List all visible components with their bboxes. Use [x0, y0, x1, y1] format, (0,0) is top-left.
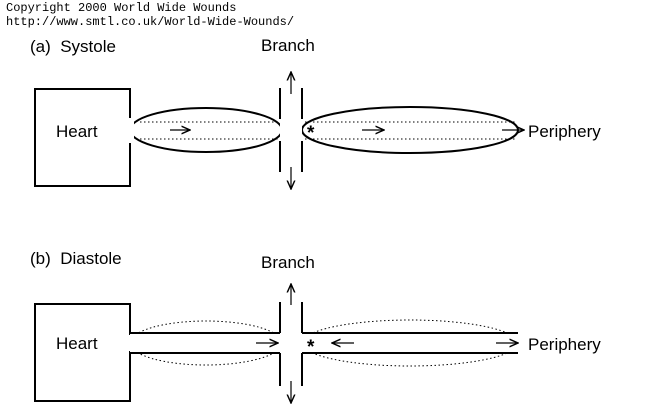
periphery-label: Periphery: [528, 335, 601, 354]
periphery-label: Periphery: [528, 122, 601, 141]
heart-label: Heart: [56, 122, 98, 141]
panel-systole: (a) Systole Branch Heart * Periphery: [30, 36, 601, 189]
distended-vessel-distal: [301, 106, 519, 154]
panel-label: (b) Diastole: [30, 249, 122, 268]
branch-marker: *: [307, 337, 315, 358]
branch-marker: *: [307, 123, 315, 144]
branch-label: Branch: [261, 253, 315, 272]
heart-label: Heart: [56, 334, 98, 353]
panel-label: (a) Systole: [30, 37, 116, 56]
panel-diastole: (b) Diastole Branch Heart * Periphery: [30, 249, 601, 403]
source-url: http://www.smtl.co.uk/World-Wide-Wounds/: [6, 15, 294, 29]
branch-label: Branch: [261, 36, 315, 55]
distended-vessel-proximal: [129, 107, 283, 153]
copyright-text: Copyright 2000 World Wide Wounds: [6, 1, 236, 15]
